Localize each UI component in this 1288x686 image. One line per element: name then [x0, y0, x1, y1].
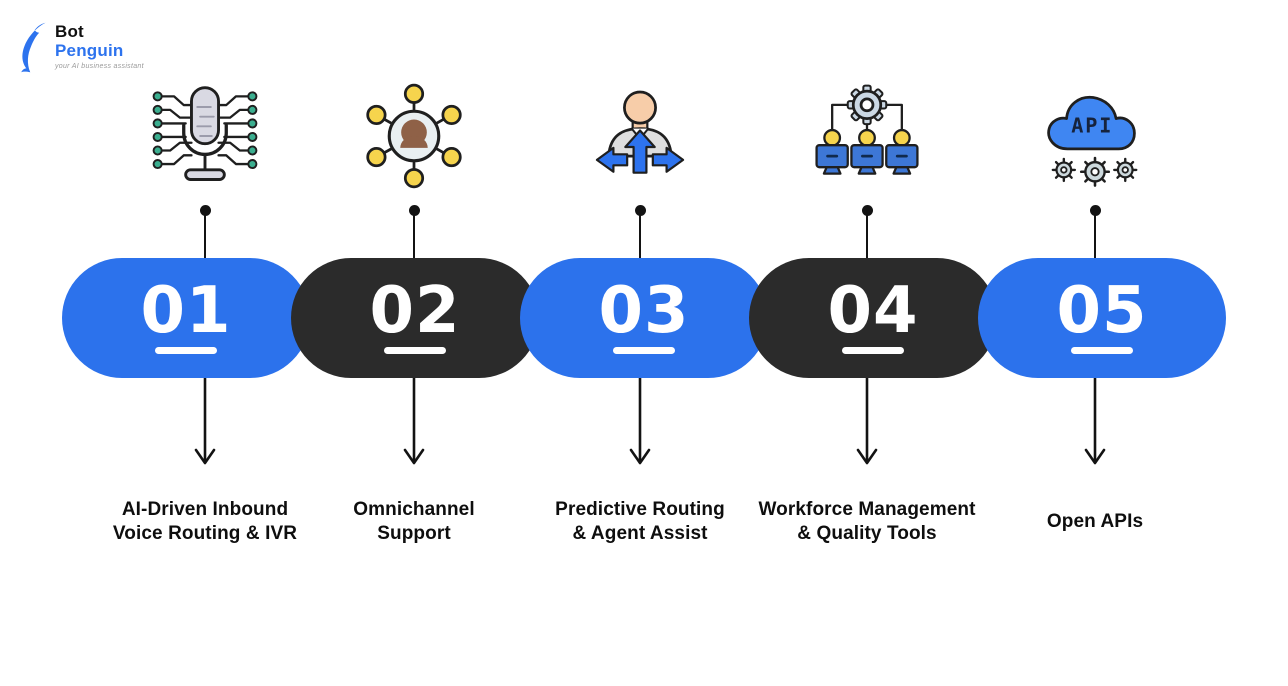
- microphone-circuit-icon: [145, 80, 265, 192]
- omnichannel-network-icon: [354, 80, 474, 192]
- step-pill-01: 01: [62, 258, 310, 378]
- connector-dot: [1089, 205, 1101, 216]
- step-pill-05: 05: [978, 258, 1226, 378]
- step-number: 02: [369, 274, 461, 349]
- step-pill-03: 03: [520, 258, 768, 378]
- connector-dot: [199, 205, 211, 216]
- connector-dot: [634, 205, 646, 216]
- number-underline: [155, 347, 217, 354]
- step-label: Workforce Management & Quality Tools: [758, 499, 976, 544]
- logo-text-bot: Bot: [55, 22, 84, 41]
- api-cloud-label: API: [1071, 113, 1113, 137]
- connector-dot: [861, 205, 873, 216]
- number-underline: [613, 347, 675, 354]
- number-underline: [384, 347, 446, 354]
- down-arrow-icon: [629, 377, 651, 465]
- connector-line: [638, 215, 642, 258]
- down-arrow-icon: [1084, 377, 1106, 465]
- step-pill-04: 04: [749, 258, 997, 378]
- step-label: Open APIs: [1046, 511, 1144, 532]
- botpenguin-logo: Bot Penguin your AI business assistant: [14, 22, 144, 74]
- routing-agent-arrows-icon: [580, 80, 700, 192]
- small-gears: [1051, 156, 1138, 187]
- step-label: Predictive Routing & Agent Assist: [555, 499, 725, 544]
- botpenguin-penguin-icon: [21, 22, 46, 73]
- workforce-gear-monitors-icon: [807, 80, 927, 192]
- logo-text: Bot Penguin your AI business assistant: [55, 22, 144, 70]
- connector-dot: [408, 205, 420, 216]
- step-label: AI-Driven Inbound Voice Routing & IVR: [112, 499, 298, 544]
- down-arrow-icon: [194, 377, 216, 465]
- logo-text-penguin: Penguin: [55, 41, 124, 60]
- connector-line: [203, 215, 207, 258]
- number-underline: [842, 347, 904, 354]
- down-arrow-icon: [403, 377, 425, 465]
- connector-line: [865, 215, 869, 258]
- down-arrow-icon: [856, 377, 878, 465]
- number-underline: [1071, 347, 1133, 354]
- step-number: 03: [598, 274, 690, 349]
- step-number: 04: [827, 274, 919, 349]
- step-pill-02: 02: [291, 258, 539, 378]
- logo-tagline: your AI business assistant: [55, 63, 144, 70]
- step-number: 01: [140, 274, 232, 349]
- step-number: 05: [1056, 274, 1148, 349]
- connector-line: [412, 215, 416, 258]
- api-cloud-gears-icon: API: [1035, 80, 1155, 192]
- step-label: Omnichannel Support: [353, 499, 475, 544]
- connector-line: [1093, 215, 1097, 258]
